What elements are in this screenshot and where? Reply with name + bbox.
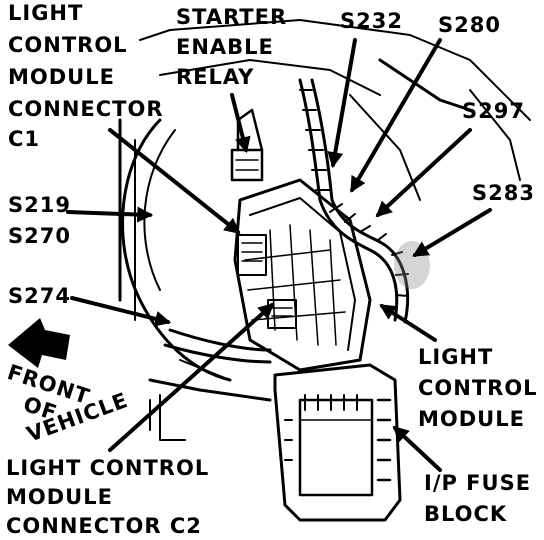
ip-fuse-line-1: I/P FUSE: [424, 471, 531, 495]
starter-line-3: RELAY: [176, 65, 254, 89]
lcm-c1-line-1: LIGHT: [8, 1, 83, 25]
arrow-lcm-c1: [108, 128, 241, 234]
arrow-s274: [70, 296, 172, 327]
label-s283: S283: [472, 181, 535, 205]
starter-line-1: STARTER: [176, 5, 287, 29]
ip-fuse-block: [273, 363, 402, 522]
s219-line: S219: [8, 193, 71, 217]
label-s280: S280: [438, 13, 501, 37]
lcm-c1-line-2: CONTROL: [8, 33, 128, 57]
s270-line: S270: [8, 224, 71, 248]
starter-line-2: ENABLE: [176, 35, 274, 59]
arrow-s219-s270: [66, 206, 154, 223]
light-control-module-body: [233, 178, 372, 372]
arrow-starter-relay: [230, 93, 251, 154]
lcm-c1-line-5: C1: [8, 127, 40, 151]
lcm-c1-line-3: MODULE: [8, 65, 115, 89]
front-of-vehicle-arrow: [8, 318, 70, 368]
arrow-ip-fuse-block: [392, 425, 442, 472]
arrow-lcm: [379, 304, 437, 342]
lcm-c2-line-1: LIGHT CONTROL: [6, 456, 209, 480]
leader-arrows: [66, 38, 492, 472]
label-s232: S232: [340, 9, 403, 33]
lcm-c2-line-3: CONNECTOR C2: [6, 514, 202, 538]
label-light-control-module: LIGHT CONTROL MODULE: [418, 345, 538, 431]
label-front-of-vehicle: FRONT OF VEHICLE: [4, 360, 131, 447]
dashboard-structure: [118, 19, 531, 441]
lcm-line-1: LIGHT: [418, 345, 493, 369]
arrow-s280: [350, 38, 442, 193]
label-s297: S297: [462, 99, 525, 123]
label-lcm-c1: LIGHT CONTROL MODULE CONNECTOR C1: [8, 1, 164, 151]
lcm-line-2: CONTROL: [418, 376, 538, 400]
label-s219-s270: S219 S270: [8, 193, 71, 248]
label-starter-relay: STARTER ENABLE RELAY: [176, 5, 287, 89]
arrow-s283: [412, 208, 492, 257]
label-lcm-c2: LIGHT CONTROL MODULE CONNECTOR C2: [6, 456, 209, 538]
ip-fuse-line-2: BLOCK: [424, 502, 507, 526]
lcm-c2-line-2: MODULE: [6, 485, 113, 509]
arrow-s297: [375, 128, 472, 218]
label-s274: S274: [8, 284, 71, 308]
label-ip-fuse-block: I/P FUSE BLOCK: [424, 471, 531, 526]
lcm-line-3: MODULE: [418, 407, 525, 431]
lcm-c1-line-4: CONNECTOR: [8, 97, 164, 121]
arrow-s232: [327, 38, 357, 169]
arrow-lcm-c2: [108, 302, 275, 452]
wire-harness: [163, 78, 409, 381]
